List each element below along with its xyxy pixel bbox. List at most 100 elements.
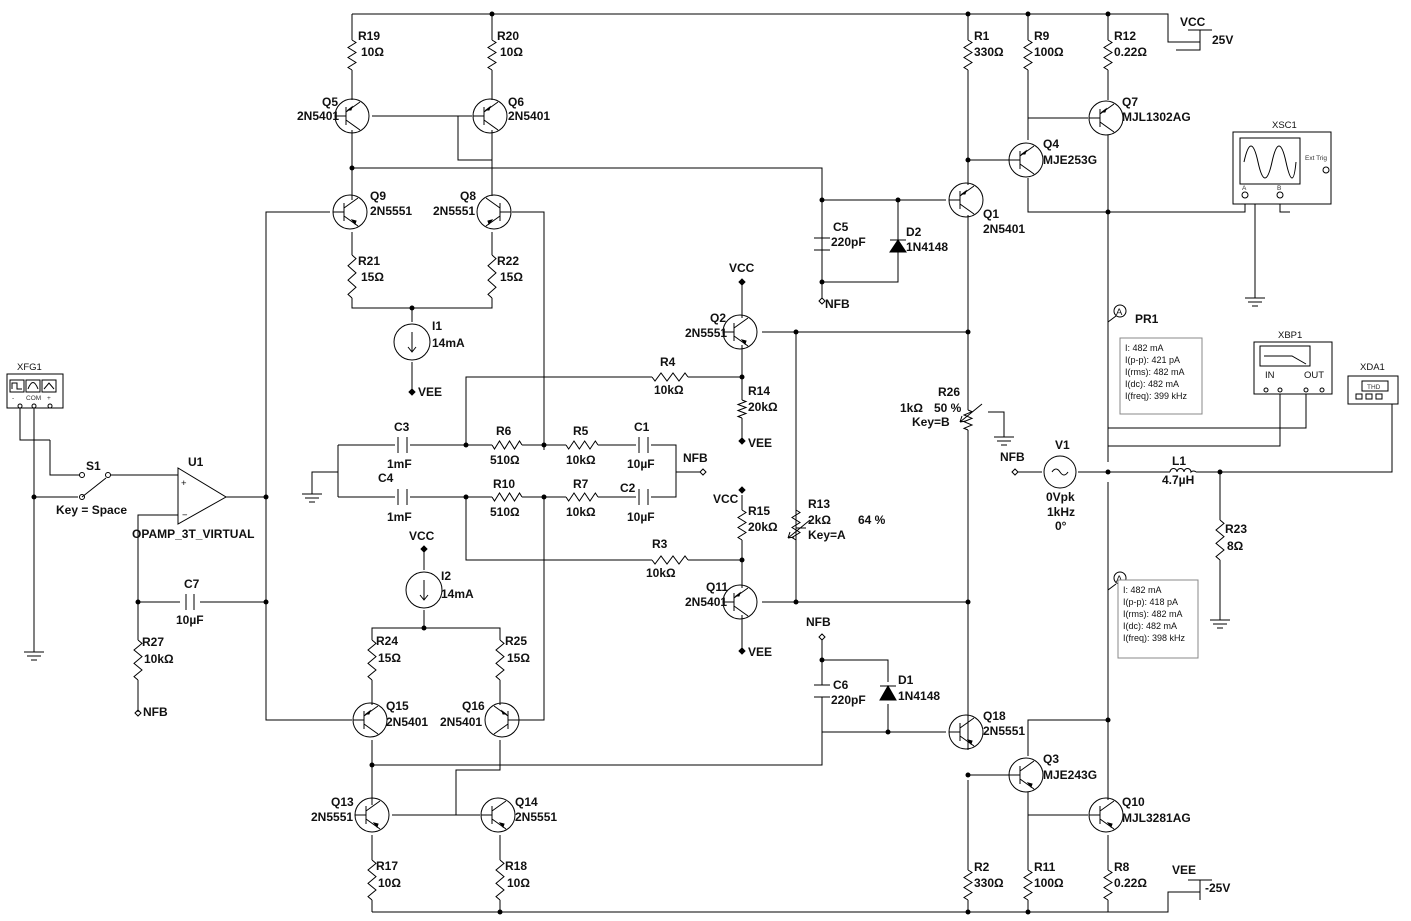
resistor-r3[interactable] <box>651 555 689 565</box>
r3-value: 10kΩ <box>646 566 676 580</box>
switch-s1[interactable] <box>79 472 111 500</box>
r15-ref: R15 <box>748 504 770 518</box>
c6-ref: C6 <box>833 678 849 692</box>
transistor-q13[interactable] <box>354 797 390 833</box>
resistor-r9[interactable] <box>1023 39 1033 71</box>
resistor-r24[interactable] <box>367 639 377 681</box>
capacitor-c1[interactable] <box>638 437 649 453</box>
transistor-q9[interactable] <box>332 194 368 230</box>
resistor-r23[interactable] <box>1215 519 1225 561</box>
resistor-r20[interactable] <box>487 39 497 71</box>
resistor-r27[interactable] <box>133 639 143 681</box>
ground-symbols <box>24 297 1265 661</box>
transistor-q7[interactable] <box>1088 100 1124 136</box>
distortion-analyzer-xda1[interactable] <box>1347 375 1399 405</box>
current-probe-pr1[interactable]: A <box>1107 304 1203 415</box>
q8-ref: Q8 <box>460 189 476 203</box>
resistor-r25[interactable] <box>495 639 505 681</box>
potentiometer-r26-wiper[interactable] <box>959 403 983 423</box>
xda1-label: XDA1 <box>1360 362 1385 373</box>
xbp1-label: XBP1 <box>1278 330 1302 341</box>
transistor-q15[interactable] <box>352 702 388 738</box>
resistor-r5[interactable] <box>565 440 599 450</box>
capacitor-c4[interactable] <box>397 489 408 505</box>
capacitor-c3[interactable] <box>397 437 408 453</box>
q3-ref: Q3 <box>1043 752 1059 766</box>
capacitor-c2[interactable] <box>638 489 649 505</box>
q5-ref: Q5 <box>322 95 338 109</box>
q4-model: MJE253G <box>1043 153 1097 167</box>
net-nfb-v1: NFB <box>1000 450 1025 464</box>
diode-d2[interactable] <box>889 239 907 253</box>
probe2-readings: I: 482 mA I(p-p): 418 pA I(rms): 482 mA … <box>1123 585 1186 643</box>
resistor-r4[interactable] <box>651 372 689 382</box>
resistor-r19[interactable] <box>347 39 357 71</box>
current-probe-2[interactable]: A <box>1107 571 1199 659</box>
resistor-r15[interactable] <box>737 509 747 541</box>
current-source-i2[interactable] <box>405 571 443 609</box>
r22-value: 15Ω <box>500 270 523 284</box>
transistor-q2[interactable] <box>722 314 758 350</box>
q1-ref: Q1 <box>983 207 999 221</box>
function-generator-xfg1[interactable] <box>6 373 64 409</box>
capacitor-c5[interactable] <box>814 237 830 251</box>
transistor-q3[interactable] <box>1008 757 1044 793</box>
q18-model: 2N5551 <box>983 724 1025 738</box>
resistor-r11[interactable] <box>1023 869 1033 901</box>
resistor-r18[interactable] <box>495 859 505 901</box>
r26-key: Key=B <box>912 415 950 429</box>
r7-value: 10kΩ <box>566 505 596 519</box>
inductor-l1[interactable] <box>1169 468 1197 474</box>
current-source-i1[interactable] <box>393 323 431 361</box>
transistor-q14[interactable] <box>480 797 516 833</box>
r21-ref: R21 <box>358 254 380 268</box>
transistor-q18[interactable] <box>948 714 984 750</box>
opamp-u1[interactable]: +− <box>160 467 227 525</box>
transistor-q10[interactable] <box>1088 797 1124 833</box>
resistor-r22[interactable] <box>487 254 497 299</box>
r6-value: 510Ω <box>490 453 520 467</box>
q2-model: 2N5551 <box>685 326 727 340</box>
resistor-r2[interactable] <box>963 869 973 901</box>
resistor-r6[interactable] <box>491 440 523 450</box>
probe1-reading: I(freq): 399 kHz <box>1125 391 1188 401</box>
net-vee-i1: VEE <box>418 385 442 399</box>
resistor-r7[interactable] <box>565 492 599 502</box>
resistor-r17[interactable] <box>367 859 377 901</box>
resistor-r8[interactable] <box>1103 869 1113 901</box>
oscilloscope-xsc1[interactable] <box>1232 131 1332 205</box>
transistor-q1[interactable] <box>948 182 984 218</box>
bode-plotter-xbp1[interactable] <box>1253 341 1333 395</box>
resistor-r10[interactable] <box>491 492 523 502</box>
pr1-label: PR1 <box>1135 312 1159 326</box>
q15-ref: Q15 <box>386 699 409 713</box>
q3-model: MJE243G <box>1043 768 1097 782</box>
transistor-q6[interactable] <box>472 98 508 134</box>
transistor-q16[interactable] <box>484 702 520 738</box>
r8-ref: R8 <box>1114 860 1130 874</box>
resistor-r14[interactable] <box>736 399 748 419</box>
q7-ref: Q7 <box>1122 95 1138 109</box>
potentiometer-r26[interactable] <box>962 409 974 431</box>
resistor-r12[interactable] <box>1103 39 1113 71</box>
transistor-q5[interactable] <box>334 98 370 134</box>
vcc-supply-value: 25V <box>1212 33 1233 47</box>
transistor-q11[interactable] <box>722 584 758 620</box>
resistor-r1[interactable] <box>963 39 973 71</box>
transistor-q4[interactable] <box>1008 142 1044 178</box>
r23-ref: R23 <box>1225 522 1247 536</box>
capacitor-c7[interactable] <box>185 594 195 610</box>
q10-ref: Q10 <box>1122 795 1145 809</box>
potentiometer-r13[interactable] <box>791 509 801 541</box>
probe1-reading: I(p-p): 421 pA <box>1125 355 1180 365</box>
potentiometer-r13-wiper[interactable] <box>787 519 811 539</box>
resistor-r21[interactable] <box>347 254 357 299</box>
transistor-q8[interactable] <box>476 194 512 230</box>
xbp1-out: OUT <box>1304 370 1324 381</box>
capacitor-c6[interactable] <box>814 684 830 698</box>
u1-model: OPAMP_3T_VIRTUAL <box>132 527 254 541</box>
diode-d1[interactable] <box>879 684 897 701</box>
ac-source-v1[interactable] <box>1043 455 1077 489</box>
r13-key: Key=A <box>808 528 846 542</box>
q13-ref: Q13 <box>331 795 354 809</box>
